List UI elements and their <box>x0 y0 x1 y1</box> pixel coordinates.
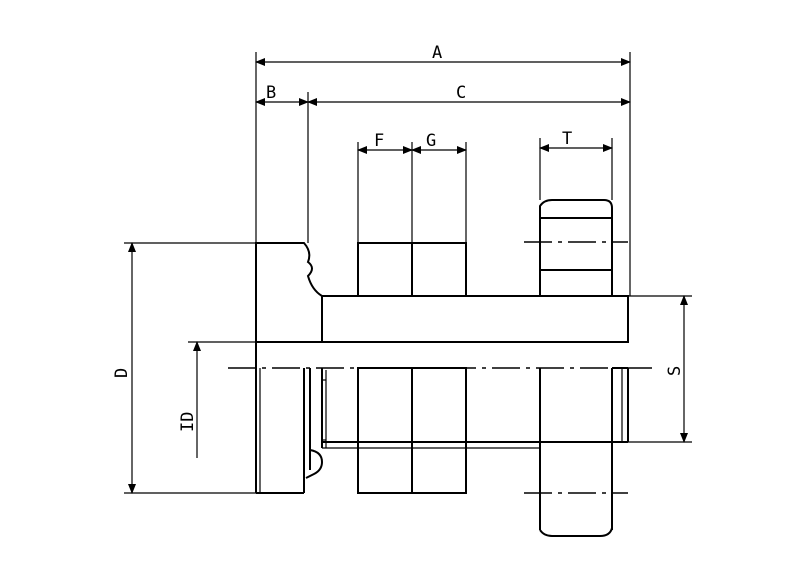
center-lines <box>228 241 652 494</box>
label-b: B <box>266 83 276 103</box>
label-id: ID <box>178 412 198 432</box>
g-block-section <box>411 242 467 297</box>
section-hatching <box>255 199 629 343</box>
flange-section <box>255 242 323 343</box>
label-a: A <box>432 43 442 63</box>
label-g: G <box>426 131 436 151</box>
label-f: F <box>374 131 384 151</box>
label-d: D <box>112 368 132 378</box>
extension-lines <box>124 52 692 494</box>
label-s: S <box>665 366 685 376</box>
shaft-section <box>321 295 629 343</box>
label-t: T <box>562 129 572 149</box>
t-block-lower-section <box>539 269 613 297</box>
t-block-upper-section <box>539 199 613 219</box>
f-block-section <box>357 242 413 297</box>
dimension-lines <box>128 58 688 494</box>
label-c: C <box>456 83 466 103</box>
dimension-labels: A B C F G T D ID S <box>112 43 685 432</box>
